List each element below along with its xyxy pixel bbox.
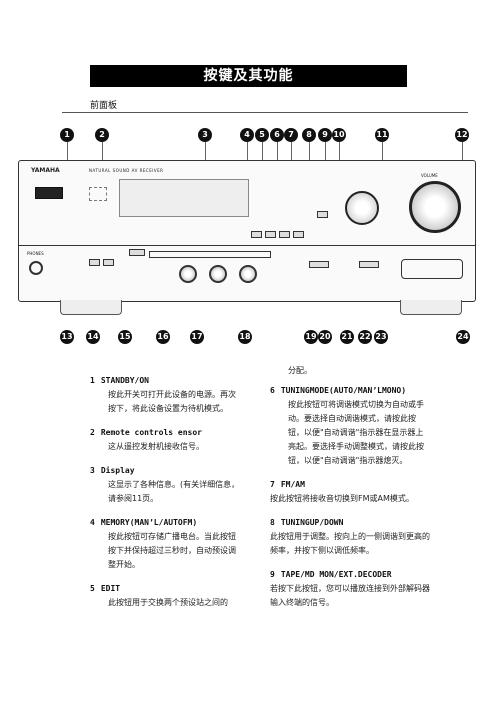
treble-knob[interactable] xyxy=(209,265,227,283)
display-window xyxy=(119,179,249,217)
item-text: 这显示了各种信息。(有关详细信息，请参阅11页。 xyxy=(108,480,240,503)
item-text: 这从遥控发射机接收信号。 xyxy=(108,442,204,451)
callout-1: 1 xyxy=(60,128,74,142)
left-foot xyxy=(60,300,122,315)
page-title: 按键及其功能 xyxy=(90,65,407,87)
standby-on-button[interactable] xyxy=(35,187,63,199)
tuning-mode-button[interactable] xyxy=(279,231,290,238)
item-text: 按此按钮将接收音切换到FM或AM模式。 xyxy=(270,494,414,503)
volume-label: VOLUME xyxy=(421,173,438,178)
callout-18: 18 xyxy=(238,330,252,344)
callout-4: 4 xyxy=(240,128,254,142)
bass-knob[interactable] xyxy=(179,265,197,283)
callout-16: 16 xyxy=(156,330,170,344)
fm-am-button[interactable] xyxy=(293,231,304,238)
callout-2: 2 xyxy=(95,128,109,142)
callout-15: 15 xyxy=(118,330,132,344)
receiver-front-panel: YAMAHA NATURAL SOUND AV RECEIVER VOLUME … xyxy=(18,160,476,302)
callout-17: 17 xyxy=(190,330,204,344)
callout-7: 7 xyxy=(284,128,298,142)
callout-20: 20 xyxy=(318,330,332,344)
speakers-b-button[interactable] xyxy=(103,259,114,266)
tape-md-mon-button[interactable] xyxy=(317,211,328,218)
callout-23: 23 xyxy=(374,330,388,344)
brand-logo: YAMAHA xyxy=(31,167,60,174)
volume-knob[interactable] xyxy=(409,181,461,233)
item-continued: 分配。 xyxy=(270,364,430,378)
model-label: NATURAL SOUND AV RECEIVER xyxy=(89,168,164,173)
panel-top-section: YAMAHA NATURAL SOUND AV RECEIVER VOLUME xyxy=(19,161,475,246)
divider xyxy=(62,112,468,113)
speakers-a-button[interactable] xyxy=(89,259,100,266)
callout-11: 11 xyxy=(375,128,389,142)
callout-3: 3 xyxy=(198,128,212,142)
callout-13: 13 xyxy=(60,330,74,344)
item-text: 按此按钮可将调谐模式切换为自动或手动。要选择自动调谐模式，请按此按钮，以便"自动… xyxy=(288,400,424,465)
section-subtitle: 前面板 xyxy=(90,101,118,111)
preset-button-row[interactable] xyxy=(149,251,271,258)
callout-22: 22 xyxy=(358,330,372,344)
right-foot xyxy=(400,300,462,315)
video-aux-input[interactable] xyxy=(401,259,463,279)
callout-9: 9 xyxy=(318,128,332,142)
tuning-knob[interactable] xyxy=(345,191,379,225)
callout-12: 12 xyxy=(455,128,469,142)
callout-5: 5 xyxy=(255,128,269,142)
input-selector-button[interactable] xyxy=(129,249,145,256)
edit-button[interactable] xyxy=(265,231,276,238)
item-text: 此按钮用于交换两个预设站之间的 xyxy=(108,598,228,607)
item-text: 按此开关可打开此设备的电源。再次按下，将此设备设置为待机模式。 xyxy=(108,390,236,413)
phones-label: PHONES xyxy=(27,251,44,256)
callout-14: 14 xyxy=(86,330,100,344)
balance-knob[interactable] xyxy=(239,265,257,283)
callout-10: 10 xyxy=(332,128,346,142)
item-text: 分配。 xyxy=(288,366,312,375)
callout-21: 21 xyxy=(340,330,354,344)
callout-6: 6 xyxy=(270,128,284,142)
item-text: 按此按钮可存储广播电台。当此按钮按下并保持超过三秒时，自动预设调整开始。 xyxy=(108,532,236,569)
callout-19: 19 xyxy=(304,330,318,344)
callout-24: 24 xyxy=(456,330,470,344)
item-text: 若按下此按钮，您可以播放连接到外部解码器输入终端的信号。 xyxy=(270,584,430,607)
tuning-up-down-button[interactable] xyxy=(309,261,329,268)
callout-8: 8 xyxy=(302,128,316,142)
item-text: 此按钮用于调整。按向上的一侧调谐到更高的频率，并按下侧以调低频率。 xyxy=(270,532,430,555)
memory-button[interactable] xyxy=(251,231,262,238)
phones-jack[interactable] xyxy=(29,261,43,275)
effect-button[interactable] xyxy=(359,261,379,268)
remote-sensor xyxy=(89,187,107,201)
